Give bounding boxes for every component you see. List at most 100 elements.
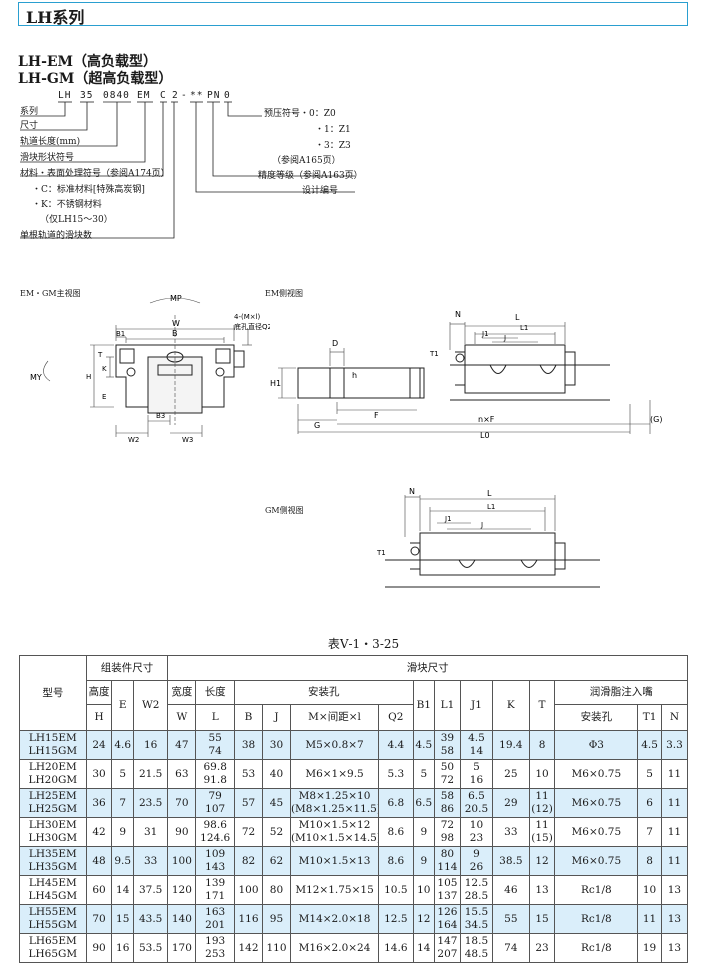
cell-t1: 7 — [637, 817, 662, 847]
th-j1: J1 — [459, 680, 494, 731]
cell-q2: 6.8 — [378, 788, 414, 818]
cell-b: 82 — [234, 846, 263, 876]
cell-h: 48 — [85, 846, 113, 876]
cell-q2: 14.6 — [378, 933, 414, 963]
em-side-view-drawing: N L L1 J1 J T1 D h H1 G F n×F (G) L0 — [270, 310, 662, 440]
cell-grease-hole: M6×0.75 — [554, 817, 639, 847]
cell-grease-hole: Rc1/8 — [554, 904, 639, 934]
precision-label: 精度等级（参阅A163页） — [258, 171, 363, 181]
cell-e: 7 — [111, 788, 134, 818]
cell-w2: 23.5 — [132, 788, 169, 818]
label-l-gm: L — [487, 489, 492, 498]
label-my: MY — [30, 373, 42, 382]
th-mount: 安装孔 — [234, 680, 414, 705]
cell-mount-thread: M16×2.0×24 — [289, 933, 380, 963]
label-mp: MP — [170, 294, 182, 303]
cell-t1: 8 — [637, 846, 662, 876]
gm-side-view-drawing: N L L1 J1 J T1 — [376, 487, 600, 588]
cell-n: 11 — [660, 788, 689, 818]
code-part-size: 35 — [80, 90, 94, 101]
label-w3: W3 — [182, 436, 193, 444]
th-m-pitch: M×间距×l — [289, 704, 380, 731]
cell-t1: 10 — [637, 875, 662, 905]
spec-table: 型号 组装件尺寸 滑块尺寸 高度 E W2 宽度 长度 安装孔 B1 L1 J1… — [19, 655, 689, 963]
th-assembly: 组装件尺寸 — [85, 655, 169, 681]
cell-w2: 33 — [132, 846, 169, 876]
th-b: B — [234, 704, 263, 731]
label-w: W — [172, 319, 180, 328]
cell-j: 62 — [262, 846, 291, 876]
th-q2: Q2 — [378, 704, 414, 731]
cell-grease-hole: Rc1/8 — [554, 875, 639, 905]
cell-b1: 5 — [412, 759, 436, 789]
cell-b1: 9 — [412, 817, 436, 847]
cell-b: 72 — [234, 817, 263, 847]
preload-label: 预压符号・0：Z0 — [264, 109, 336, 119]
th-j: J — [262, 704, 291, 731]
label-b3: B3 — [156, 412, 165, 420]
code-leader-lines — [20, 101, 355, 239]
code-label-material-c: ・C：标准材料[特殊高炭钢] — [32, 185, 145, 195]
model-title-em: LH-EM（高负载型） — [18, 54, 158, 70]
label-j-gm: J — [480, 521, 483, 529]
cell-j: 45 — [262, 788, 291, 818]
cell-w2: 16 — [132, 730, 169, 760]
cell-t1: 5 — [637, 759, 662, 789]
cell-t: 12 — [528, 846, 556, 876]
header-bar — [18, 2, 688, 26]
code-label-material-k: ・K：不锈钢材料 — [32, 200, 102, 210]
label-w2: W2 — [128, 436, 139, 444]
cell-j: 52 — [262, 817, 291, 847]
label-n-gm: N — [409, 487, 415, 496]
cell-w2: 31 — [132, 817, 169, 847]
cell-q2: 4.4 — [378, 730, 414, 760]
cell-b: 57 — [234, 788, 263, 818]
th-w: W — [167, 704, 197, 731]
code-part-preload: 0 — [224, 90, 231, 101]
label-b: B — [172, 329, 178, 338]
label-nxf: n×F — [478, 415, 495, 424]
label-j1-gm: J1 — [444, 515, 452, 523]
cell-k: 74 — [492, 933, 530, 963]
th-b1: B1 — [412, 680, 436, 731]
cell-w: 47 — [167, 730, 197, 760]
cell-j: 30 — [262, 730, 291, 760]
front-view-title: EM・GM主视图 — [20, 289, 81, 298]
cell-n: 3.3 — [660, 730, 689, 760]
cell-mount-thread: M10×1.5×12(M10×1.5×14.5) — [289, 817, 380, 847]
cell-w: 100 — [167, 846, 197, 876]
cell-e: 15 — [111, 904, 134, 934]
cell-w2: 53.5 — [132, 933, 169, 963]
code-label-material-k-note: （仅LH15～30） — [40, 215, 113, 225]
th-length: 长度 — [195, 680, 236, 705]
cell-t1: 19 — [637, 933, 662, 963]
cell-grease-hole: M6×0.75 — [554, 846, 639, 876]
cell-mount-thread: M6×1×9.5 — [289, 759, 380, 789]
th-k: K — [492, 680, 530, 731]
code-part-count: 2 — [172, 90, 179, 101]
cell-h: 90 — [85, 933, 113, 963]
label-g-paren: (G) — [650, 415, 662, 424]
cell-w: 70 — [167, 788, 197, 818]
cell-k: 29 — [492, 788, 530, 818]
